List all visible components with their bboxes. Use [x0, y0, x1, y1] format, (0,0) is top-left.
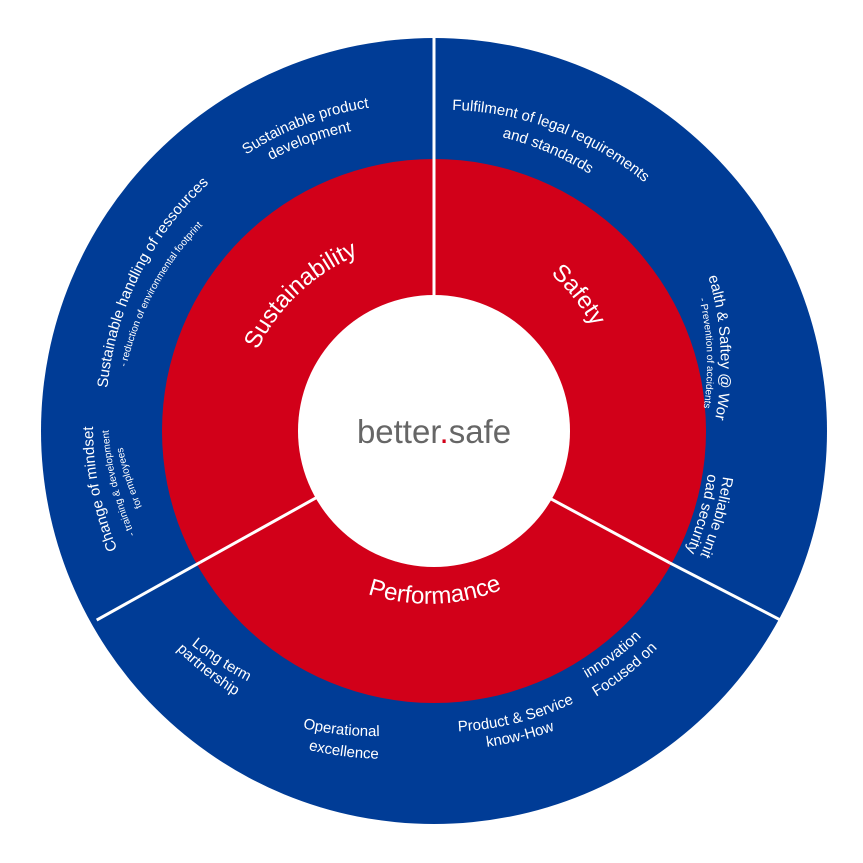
- outer-divider-left: [95, 560, 201, 622]
- logo-word-safe: safe: [449, 413, 511, 450]
- center-logo: better.safe: [357, 413, 511, 450]
- logo-dot: .: [440, 413, 449, 450]
- logo-word-better: better: [357, 413, 441, 450]
- center-circle: [298, 295, 570, 567]
- inner-divider-right: [546, 495, 671, 565]
- inner-divider-left: [199, 495, 320, 564]
- outer-divider-right: [668, 561, 780, 621]
